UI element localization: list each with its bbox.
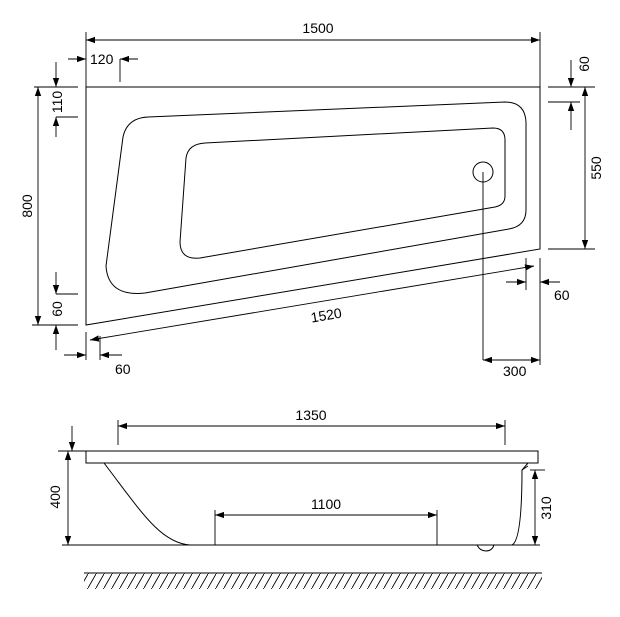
dim-front-rim-offset: 60 [115,361,131,377]
dim-rim-offset-top-right: 60 [576,56,592,72]
dim-rim-length: 1350 [295,407,326,423]
dim-overall-length: 1500 [302,20,333,36]
tub-body [103,462,529,552]
rim [85,450,539,464]
top-view: 1500 120 110 800 60 60 550 [19,20,604,379]
dim-left-margin-top: 110 [49,91,65,114]
inner-basin [179,127,506,259]
side-view: 1350 400 1100 310 [47,407,554,589]
outer-basin [105,101,527,294]
dim-front-length: 1520 [309,305,343,326]
dim-right-width: 550 [588,156,604,180]
dim-right-margin-bottom: 60 [554,287,570,303]
dim-bottom-length: 1100 [311,496,341,512]
dim-inner-height: 310 [538,496,554,520]
dim-overall-width: 800 [19,194,35,218]
dim-rim-offset-top-left: 120 [90,51,114,67]
floor-hatch [84,573,542,589]
tub-outline [85,86,541,326]
dim-left-margin-bottom: 60 [49,301,65,317]
dim-drain-offset: 300 [503,363,527,379]
dim-height: 400 [47,485,63,509]
